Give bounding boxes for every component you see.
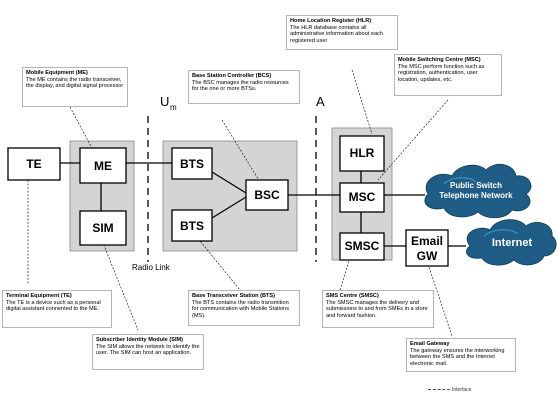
sim-note: Subscriber Identity Module (SIM) The SIM… — [92, 334, 204, 370]
um-interface-subscript: m — [170, 103, 177, 112]
me-note-title: Mobile Equipment (ME) — [26, 70, 88, 76]
smsc-note-title: SMS Centre (SMSC) — [326, 293, 379, 299]
email-note: Email Gateway The gateway ensures the in… — [406, 338, 516, 372]
msc-node: MSC — [339, 182, 385, 213]
sim-label: SIM — [92, 221, 113, 235]
te-note: Terminal Equipment (TE) The TE is a devi… — [2, 290, 112, 328]
hlr-callout-line — [351, 69, 373, 135]
sim-note-body: The SIM allows the network to identify t… — [96, 343, 200, 357]
pstn-label-line1: Public Switch — [450, 181, 502, 190]
email-note-body: The gateway ensures the interworking bet… — [410, 347, 505, 367]
sim-note-title: Subscriber Identity Module (SIM) — [96, 337, 184, 343]
msc-note: Mobile Switching Centre (MSC) The MSC pe… — [394, 54, 502, 96]
connections — [60, 162, 466, 247]
msc-note-body: The MSC perform function such as registr… — [398, 63, 485, 83]
email-gateway-node: Email GW — [405, 229, 449, 267]
me-note-body: The ME contains the radio transceiver, t… — [26, 76, 124, 90]
internet-cloud: Internet — [466, 219, 557, 266]
bts-note: Base Transceiver Station (BTS) The BTS c… — [188, 290, 300, 326]
hlr-node: HLR — [339, 135, 385, 172]
email-gw-label-line1: Email — [411, 234, 443, 248]
me-node: ME — [79, 147, 127, 184]
bsc-node: BSC — [245, 179, 289, 211]
bcs-note-title: Base Station Controller (BCS) — [192, 73, 272, 79]
me-callout-line — [69, 106, 94, 151]
msc-label: MSC — [349, 190, 376, 204]
sim-callout-line — [100, 237, 139, 331]
smsc-note: SMS Centre (SMSC) The SMSC manages the d… — [322, 290, 434, 328]
email-gw-label-line2: GW — [417, 249, 438, 263]
me-note: Mobile Equipment (ME) The ME contains th… — [22, 67, 128, 107]
hlr-label: HLR — [350, 146, 375, 160]
bts-top-node: BTS — [171, 147, 213, 180]
um-interface-label: U — [160, 94, 169, 109]
hlr-note-body: The HLR database contains all administra… — [290, 24, 383, 44]
pstn-cloud: Public Switch Telephone Network — [424, 163, 532, 219]
smsc-label: SMSC — [345, 239, 380, 253]
bsc-label: BSC — [254, 188, 280, 202]
sim-node: SIM — [79, 210, 127, 246]
bts-bottom-bsc-link — [211, 196, 247, 219]
smsc-callout-line — [339, 257, 351, 291]
te-note-body: The TE is a device such as a personal di… — [6, 299, 101, 313]
smsc-note-body: The SMSC manages the delivery and submis… — [326, 299, 428, 319]
bts-note-body: The BTS contains the radio transmition f… — [192, 299, 290, 319]
bts-note-title: Base Transceiver Station (BTS) — [192, 293, 276, 299]
email-note-title: Email Gateway — [410, 341, 450, 347]
radio-link-label: Radio Link — [132, 263, 171, 272]
bts-top-bsc-link — [211, 171, 247, 194]
a-interface-label: A — [316, 94, 325, 109]
hlr-note: Home Location Register (HLR) The HLR dat… — [286, 15, 398, 50]
bts-bottom-node: BTS — [171, 209, 213, 242]
bts-top-label: BTS — [180, 157, 204, 171]
me-label: ME — [94, 159, 112, 173]
bcs-note: Base Station Controller (BCS) The BSC ma… — [188, 70, 300, 104]
bts-bottom-label: BTS — [180, 219, 204, 233]
legend-dash-sample — [428, 389, 450, 391]
smsc-node: SMSC — [339, 232, 385, 261]
bcs-note-body: The BSC manages the radio resources for … — [192, 79, 289, 93]
bts-callout-line — [195, 235, 241, 291]
hlr-note-title: Home Location Register (HLR) — [290, 18, 372, 24]
te-node: TE — [7, 147, 61, 181]
te-note-title: Terminal Equipment (TE) — [6, 293, 72, 299]
msc-callout-line — [377, 99, 449, 181]
msc-note-title: Mobile Switching Centre (MSC) — [398, 57, 481, 63]
te-label: TE — [26, 157, 41, 171]
callout-lines — [27, 69, 453, 337]
legend-label: Interface — [452, 387, 472, 393]
bcs-callout-line — [221, 119, 261, 183]
internet-label: Internet — [492, 237, 533, 249]
email-callout-line — [427, 263, 453, 337]
interface-legend: Interface — [428, 387, 471, 393]
pstn-label-line2: Telephone Network — [439, 191, 513, 200]
